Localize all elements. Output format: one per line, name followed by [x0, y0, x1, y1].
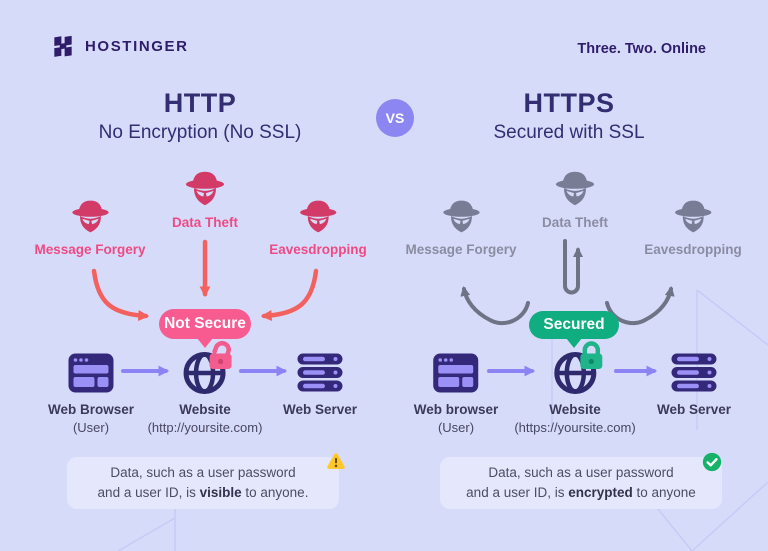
note-line2: and a user ID, is visible to anyone. — [97, 485, 309, 500]
node-website-http: Website (http://yoursite.com) — [147, 340, 263, 435]
node-label: Web Browser — [47, 402, 135, 417]
https-note-box: Data, such as a user password and a user… — [440, 457, 722, 509]
threat-label: Message Forgery — [34, 242, 146, 257]
threat-label: Eavesdropping — [269, 242, 367, 257]
threat-message-forgery-http: Message Forgery — [34, 199, 146, 257]
hacker-icon — [442, 200, 480, 233]
secured-badge: Secured — [529, 311, 619, 339]
node-website-https: Website (https://yoursite.com) — [514, 341, 636, 435]
https-subtitle: Secured with SSL — [493, 122, 645, 143]
note-emphasis: visible — [199, 485, 242, 500]
open-padlock-icon — [210, 340, 232, 369]
node-label: Web Server — [282, 402, 358, 417]
warning-icon — [327, 453, 345, 469]
https-heading: HTTPS Secured with SSL — [409, 88, 729, 144]
note-line2: and a user ID, is encrypted to anyone — [466, 485, 696, 500]
threat-label: Data Theft — [541, 215, 609, 230]
server-icon — [297, 353, 343, 392]
node-web-browser-http: Web Browser (User) — [48, 352, 134, 435]
node-sublabel: (http://yoursite.com) — [147, 420, 263, 435]
globe-icon — [184, 352, 226, 394]
threat-label: Eavesdropping — [644, 242, 742, 257]
brand-wordmark: HOSTINGER — [85, 37, 189, 55]
threat-label: Data Theft — [171, 215, 239, 230]
node-label: Website — [179, 402, 231, 417]
hostinger-logo-icon — [54, 35, 72, 57]
threat-label: Message Forgery — [405, 242, 517, 257]
http-subtitle: No Encryption (No SSL) — [98, 122, 302, 143]
globe-icon — [554, 352, 596, 394]
hacker-icon — [185, 171, 225, 206]
http-note-box: Data, such as a user password and a user… — [67, 457, 339, 509]
not-secure-badge: Not Secure — [159, 309, 251, 339]
node-sublabel: (User) — [72, 420, 110, 435]
threat-data-theft-http: Data Theft — [172, 170, 238, 230]
https-title: HTTPS — [523, 88, 615, 118]
http-heading: HTTP No Encryption (No SSL) — [40, 88, 360, 144]
check-icon — [702, 452, 722, 472]
brand-tagline: Three. Two. Online — [577, 41, 706, 57]
note-line1: Data, such as a user password — [488, 464, 674, 480]
note-line1: Data, such as a user password — [110, 464, 296, 480]
node-web-browser-https: Web browser (User) — [413, 352, 499, 435]
node-label: Website — [549, 402, 601, 417]
threat-eavesdropping-http: Eavesdropping — [269, 199, 367, 257]
closed-padlock-icon — [580, 341, 602, 369]
http-title: HTTP — [163, 88, 237, 118]
threat-data-theft-https: Data Theft — [542, 170, 608, 230]
note-emphasis: encrypted — [568, 485, 633, 500]
threat-message-forgery-https: Message Forgery — [405, 199, 517, 257]
hacker-icon — [555, 171, 595, 206]
server-icon — [671, 353, 717, 392]
node-label: Web browser — [413, 402, 499, 417]
node-sublabel: (User) — [437, 420, 475, 435]
vs-badge: VS — [376, 99, 414, 137]
hacker-icon — [674, 200, 712, 233]
node-sublabel: (https://yoursite.com) — [514, 420, 636, 435]
browser-icon — [433, 353, 479, 393]
hacker-icon — [299, 200, 337, 233]
hostinger-logo: HOSTINGER — [50, 33, 189, 59]
browser-icon — [68, 353, 114, 393]
node-web-server-https: Web Server — [657, 352, 731, 417]
threat-eavesdropping-https: Eavesdropping — [644, 199, 742, 257]
node-web-server-http: Web Server — [283, 352, 357, 417]
hacker-icon — [71, 200, 109, 233]
node-label: Web Server — [656, 402, 732, 417]
